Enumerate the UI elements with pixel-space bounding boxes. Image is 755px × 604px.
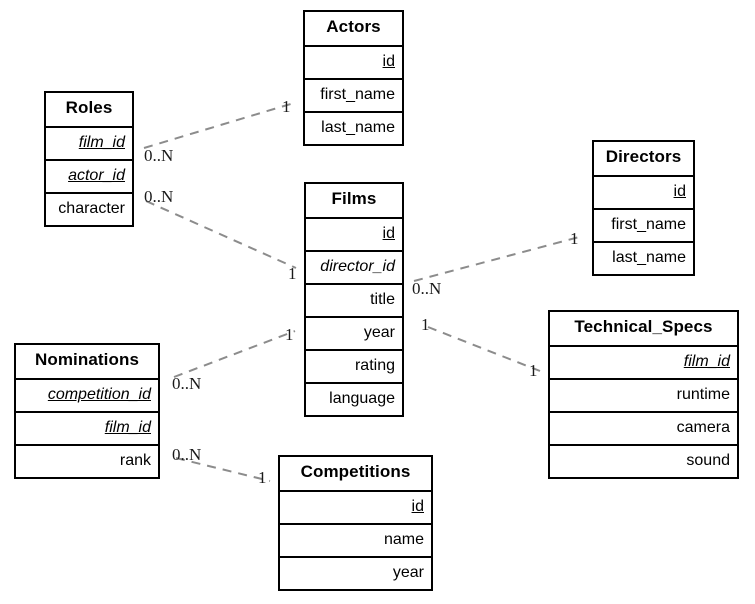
- attribute-films-language[interactable]: language: [306, 382, 402, 415]
- cardinality-films-technical_specs-from: 1: [421, 315, 430, 334]
- attribute-label: title: [370, 291, 395, 308]
- attribute-competitions-id[interactable]: id: [280, 490, 431, 523]
- cardinality-films-directors-to: 1: [570, 229, 579, 248]
- cardinality-roles-films-from: 0..N: [144, 187, 174, 206]
- attribute-nominations-rank[interactable]: rank: [16, 444, 158, 477]
- relationship-line-nominations-films: [173, 330, 296, 378]
- attribute-label: year: [363, 324, 395, 341]
- attribute-label: camera: [676, 419, 730, 436]
- attribute-label: film_id: [78, 134, 125, 151]
- attribute-films-year[interactable]: year: [306, 316, 402, 349]
- attribute-label: director_id: [320, 258, 395, 275]
- cardinality-roles-actors-to: 1: [282, 97, 291, 116]
- attribute-label: id: [382, 225, 395, 242]
- attribute-label: actor_id: [68, 167, 125, 184]
- attribute-roles-film_id[interactable]: film_id: [46, 126, 132, 159]
- attribute-label: sound: [686, 452, 730, 469]
- entity-title-roles: Roles: [46, 93, 132, 126]
- attribute-label: film_id: [683, 353, 730, 370]
- attribute-technical_specs-camera[interactable]: camera: [550, 411, 737, 444]
- attribute-label: runtime: [676, 386, 730, 403]
- relationship-line-films-directors: [413, 235, 584, 282]
- attribute-label: id: [382, 53, 395, 70]
- cardinality-nominations-films-to: 1: [285, 325, 294, 344]
- attribute-films-director_id[interactable]: director_id: [306, 250, 402, 283]
- attribute-label: first_name: [611, 216, 686, 233]
- cardinality-roles-actors-from: 0..N: [144, 146, 174, 165]
- attribute-technical_specs-runtime[interactable]: runtime: [550, 378, 737, 411]
- relationship-line-roles-films: [145, 200, 297, 269]
- attribute-label: last_name: [612, 249, 686, 266]
- attribute-actors-last_name[interactable]: last_name: [305, 111, 402, 144]
- entity-title-technical_specs: Technical_Specs: [550, 312, 737, 345]
- cardinality-films-technical_specs-to: 1: [529, 361, 538, 380]
- attribute-directors-id[interactable]: id: [594, 175, 693, 208]
- cardinality-roles-films-to: 1: [288, 264, 297, 283]
- attribute-label: rank: [119, 452, 151, 469]
- attribute-label: year: [392, 564, 424, 581]
- entity-title-films: Films: [306, 184, 402, 217]
- attribute-films-title[interactable]: title: [306, 283, 402, 316]
- attribute-label: id: [411, 498, 424, 515]
- attribute-competitions-name[interactable]: name: [280, 523, 431, 556]
- attribute-films-id[interactable]: id: [306, 217, 402, 250]
- attribute-technical_specs-sound[interactable]: sound: [550, 444, 737, 477]
- attribute-label: first_name: [320, 86, 395, 103]
- attribute-technical_specs-film_id[interactable]: film_id: [550, 345, 737, 378]
- entity-actors[interactable]: Actors id first_name last_name: [303, 10, 404, 146]
- attribute-label: character: [58, 200, 125, 217]
- attribute-actors-id[interactable]: id: [305, 45, 402, 78]
- attribute-label: last_name: [321, 119, 395, 136]
- attribute-label: id: [673, 183, 686, 200]
- entity-title-nominations: Nominations: [16, 345, 158, 378]
- attribute-actors-first_name[interactable]: first_name: [305, 78, 402, 111]
- attribute-directors-first_name[interactable]: first_name: [594, 208, 693, 241]
- attribute-directors-last_name[interactable]: last_name: [594, 241, 693, 274]
- entity-roles[interactable]: Roles film_id actor_id character: [44, 91, 134, 227]
- attribute-roles-character[interactable]: character: [46, 192, 132, 225]
- cardinality-nominations-films-from: 0..N: [172, 374, 202, 393]
- attribute-label: film_id: [104, 419, 151, 436]
- entity-directors[interactable]: Directors id first_name last_name: [592, 140, 695, 276]
- cardinality-nominations-competitions-from: 0..N: [172, 445, 202, 464]
- attribute-films-rating[interactable]: rating: [306, 349, 402, 382]
- attribute-label: competition_id: [47, 386, 151, 403]
- entity-title-directors: Directors: [594, 142, 693, 175]
- relationship-line-films-technical_specs: [427, 326, 541, 372]
- attribute-label: language: [329, 390, 395, 407]
- attribute-label: rating: [354, 357, 395, 374]
- entity-competitions[interactable]: Competitions id name year: [278, 455, 433, 591]
- entity-title-actors: Actors: [305, 12, 402, 45]
- cardinality-films-directors-from: 0..N: [412, 279, 442, 298]
- attribute-nominations-film_id[interactable]: film_id: [16, 411, 158, 444]
- attribute-competitions-year[interactable]: year: [280, 556, 431, 589]
- attribute-roles-actor_id[interactable]: actor_id: [46, 159, 132, 192]
- cardinality-nominations-competitions-to: 1: [258, 468, 267, 487]
- entity-title-competitions: Competitions: [280, 457, 431, 490]
- relationship-line-roles-actors: [143, 102, 295, 149]
- attribute-nominations-competition_id[interactable]: competition_id: [16, 378, 158, 411]
- attribute-label: name: [383, 531, 424, 548]
